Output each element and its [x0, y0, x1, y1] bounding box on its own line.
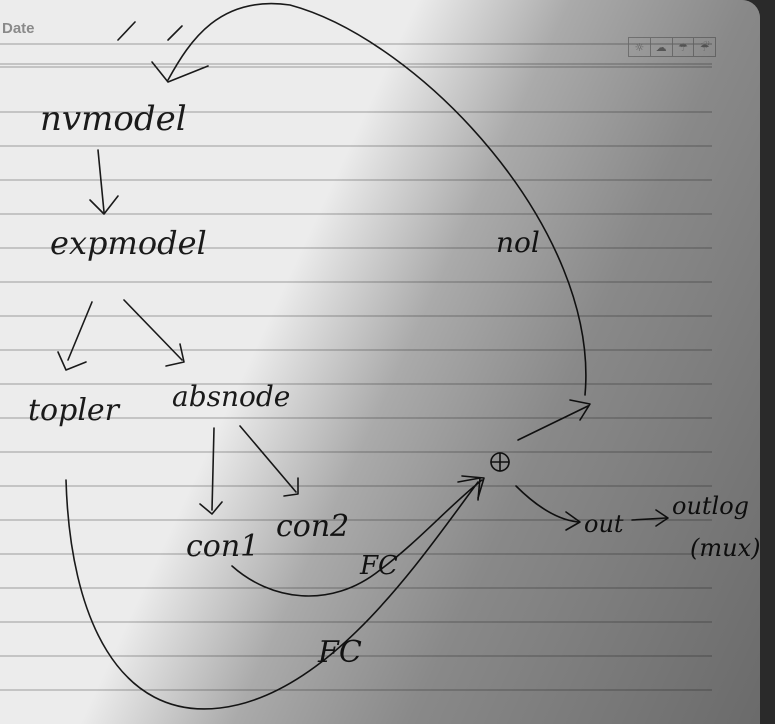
edge-label-fc-1: FC	[359, 551, 398, 581]
stray-mark	[167, 25, 183, 41]
arrowhead	[199, 501, 223, 515]
arrow-nv-exp	[97, 149, 105, 213]
node-con2: con2	[276, 509, 349, 544]
node-outlog: outlog	[672, 492, 749, 520]
arrow-center-out	[515, 485, 579, 523]
node-con1: con1	[186, 529, 259, 564]
arrow-abs-con2	[239, 425, 297, 493]
fc-arc-2	[65, 479, 479, 710]
edge-label-fc-2: FC	[317, 635, 362, 670]
node-out: out	[584, 510, 624, 538]
arrow-abs-con1	[211, 427, 215, 511]
node-expmodel: expmodel	[50, 224, 207, 262]
top-arc-arrowhead	[151, 61, 209, 83]
node-mux: (mux)	[690, 534, 760, 562]
ruled-lines	[0, 43, 712, 691]
node-nvmodel: nvmodel	[40, 99, 187, 139]
arrow-exp-topler	[67, 301, 93, 361]
stray-mark	[117, 21, 136, 41]
fc-arc-1	[231, 479, 483, 597]
arrow-center-up	[517, 405, 589, 441]
arrowhead	[57, 351, 87, 371]
arrow-exp-absnode	[123, 299, 183, 361]
node-absnode: absnode	[172, 380, 290, 413]
node-topler: topler	[28, 393, 121, 428]
top-arc	[167, 2, 587, 396]
edge-label-nol: nol	[496, 226, 540, 259]
